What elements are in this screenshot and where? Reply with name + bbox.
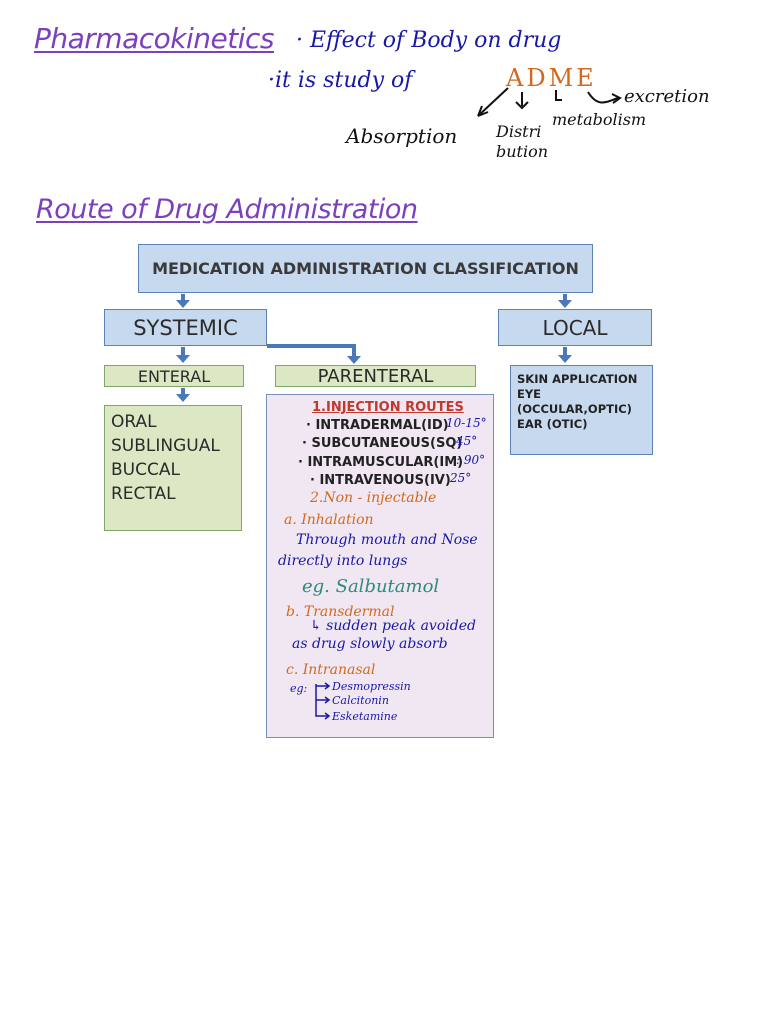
injection-route-id: · INTRADERMAL(ID) xyxy=(306,418,449,433)
intranasal-item-esketamine: Esketamine xyxy=(332,710,398,723)
classification-title-box: MEDICATION ADMINISTRATION CLASSIFICATION xyxy=(138,244,593,293)
intranasal-title: c. Intranasal xyxy=(286,662,376,678)
injection-route-sq: · SUBCUTANEOUS(SQ) xyxy=(302,436,463,451)
intranasal-eg: eg: xyxy=(290,682,308,695)
pk-definition: · Effect of Body on drug xyxy=(296,28,562,53)
enteral-item-rectal: RECTAL xyxy=(111,484,176,504)
enteral-item-buccal: BUCCAL xyxy=(111,460,180,480)
arrow-to-enteral-list xyxy=(176,394,190,402)
local-label: LOCAL xyxy=(542,315,608,340)
adme-acronym: ADME xyxy=(506,64,597,92)
transdermal-note-2: as drug slowly absorb xyxy=(292,636,448,652)
systemic-box: SYSTEMIC xyxy=(104,309,267,346)
injection-angle-sq: 45° xyxy=(456,434,478,448)
enteral-item-sublingual: SUBLINGUAL xyxy=(111,436,220,456)
enteral-list-box: ORAL SUBLINGUAL BUCCAL RECTAL xyxy=(104,405,242,531)
injection-route-im: · INTRAMUSCULAR(IM) xyxy=(298,455,464,470)
enteral-item-oral: ORAL xyxy=(111,412,157,432)
injection-angle-iv: 25° xyxy=(450,471,472,485)
local-box: LOCAL xyxy=(498,309,652,346)
intranasal-bracket xyxy=(315,682,331,720)
inhalation-example: eg. Salbutamol xyxy=(302,576,440,597)
enteral-label: ENTERAL xyxy=(137,366,211,386)
inhalation-note-2: directly into lungs xyxy=(278,553,408,569)
adme-arrows xyxy=(477,87,622,117)
parenteral-box: PARENTERAL xyxy=(275,365,476,387)
arrow-to-local-list xyxy=(558,355,572,363)
pharmacokinetics-heading: Pharmacokinetics xyxy=(34,22,274,55)
inhalation-note-1: Through mouth and Nose xyxy=(296,532,478,548)
injection-route-iv: · INTRAVENOUS(IV) xyxy=(310,473,451,488)
local-item-eye: EYE (OCCULAR,OPTIC) xyxy=(517,387,632,416)
injection-routes-heading: 1.INJECTION ROUTES xyxy=(312,400,464,415)
arrow-to-enteral xyxy=(176,355,190,363)
intranasal-item-calcitonin: Calcitonin xyxy=(332,694,389,707)
adme-prefix: ·it is study of xyxy=(268,68,413,93)
route-heading: Route of Drug Administration xyxy=(36,194,418,225)
arrow-to-parenteral xyxy=(347,356,361,364)
injection-angle-id: 10-15° xyxy=(446,416,487,430)
adme-distribution-2: bution xyxy=(496,142,549,161)
inhalation-title: a. Inhalation xyxy=(284,512,374,528)
adme-distribution-1: Distri xyxy=(496,122,542,141)
enteral-box: ENTERAL xyxy=(104,365,244,387)
transdermal-title: b. Transdermal xyxy=(286,604,395,620)
parenteral-label: PARENTERAL xyxy=(317,365,434,387)
intranasal-item-desmopressin: Desmopressin xyxy=(332,680,411,693)
arrow-to-local xyxy=(558,300,572,308)
non-injectable-label: 2.Non - injectable xyxy=(310,490,437,506)
adme-excretion: excretion xyxy=(624,86,710,107)
local-item-ear: EAR (OTIC) xyxy=(517,417,588,431)
parenteral-detail-box xyxy=(266,394,494,738)
adme-absorption: Absorption xyxy=(346,124,458,148)
local-list-box: SKIN APPLICATION EYE (OCCULAR,OPTIC) EAR… xyxy=(510,365,653,455)
systemic-label: SYSTEMIC xyxy=(133,315,238,340)
local-item-skin: SKIN APPLICATION xyxy=(517,372,638,386)
arrow-to-systemic xyxy=(176,300,190,308)
transdermal-note-1: ↳ sudden peak avoided xyxy=(310,618,476,634)
elbow-connector xyxy=(267,344,355,348)
injection-angle-im: : 90° xyxy=(456,453,486,467)
adme-metabolism: metabolism xyxy=(552,110,647,129)
classification-title: MEDICATION ADMINISTRATION CLASSIFICATION xyxy=(152,259,579,278)
